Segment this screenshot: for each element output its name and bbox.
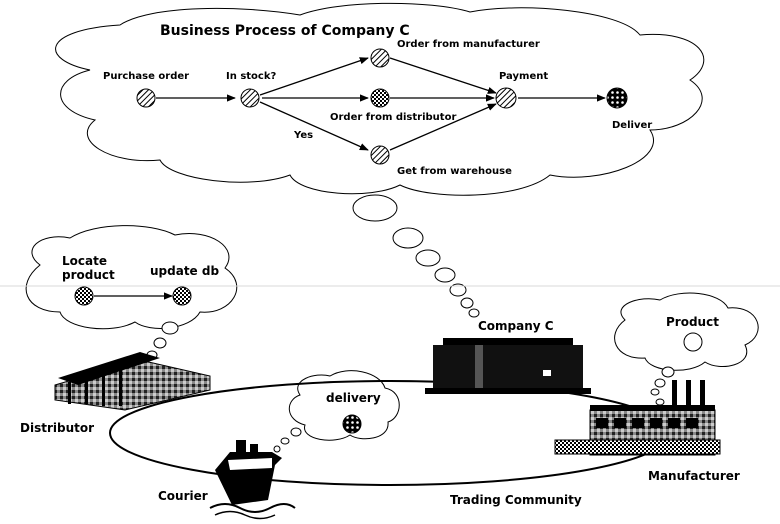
label-product: Product [666,315,719,329]
label-get-warehouse: Get from warehouse [397,166,512,177]
label-courier: Courier [158,489,208,503]
label-locate: Locate [62,254,107,268]
node-deliver [607,88,627,108]
label-distributor: Distributor [20,421,94,435]
node-get-warehouse [371,146,389,164]
label-in-stock: In stock? [226,71,277,82]
label-product-line: product [62,268,115,282]
company-c-building [425,338,591,394]
node-payment [496,88,516,108]
product-cloud [615,293,759,370]
node-order-distributor [371,89,389,107]
node-locate-product [75,287,93,305]
label-order-manufacturer: Order from manufacturer [397,39,540,50]
label-deliver: Deliver [612,120,652,131]
node-update-db [173,287,191,305]
distributor-warehouse [55,352,210,410]
node-delivery [343,415,361,433]
process-thought-trail [353,195,479,317]
label-order-distributor: Order from distributor [330,112,456,123]
node-product [684,333,702,351]
trading-community-ring [110,381,670,485]
label-trading-community: Trading Community [450,493,582,507]
label-payment: Payment [499,71,548,82]
courier-ship [210,440,295,519]
label-yes: Yes [293,130,313,141]
label-manufacturer: Manufacturer [648,469,740,483]
node-in-stock [241,89,259,107]
label-company-c: Company C [478,319,554,333]
node-purchase-order [137,89,155,107]
label-update-db: update db [150,264,219,278]
node-order-manufacturer [371,49,389,67]
delivery-thought-trail [274,428,301,452]
label-delivery: delivery [326,391,381,405]
product-thought-trail [651,367,674,405]
label-purchase-order: Purchase order [103,71,189,82]
process-title: Business Process of Company C [160,23,410,39]
